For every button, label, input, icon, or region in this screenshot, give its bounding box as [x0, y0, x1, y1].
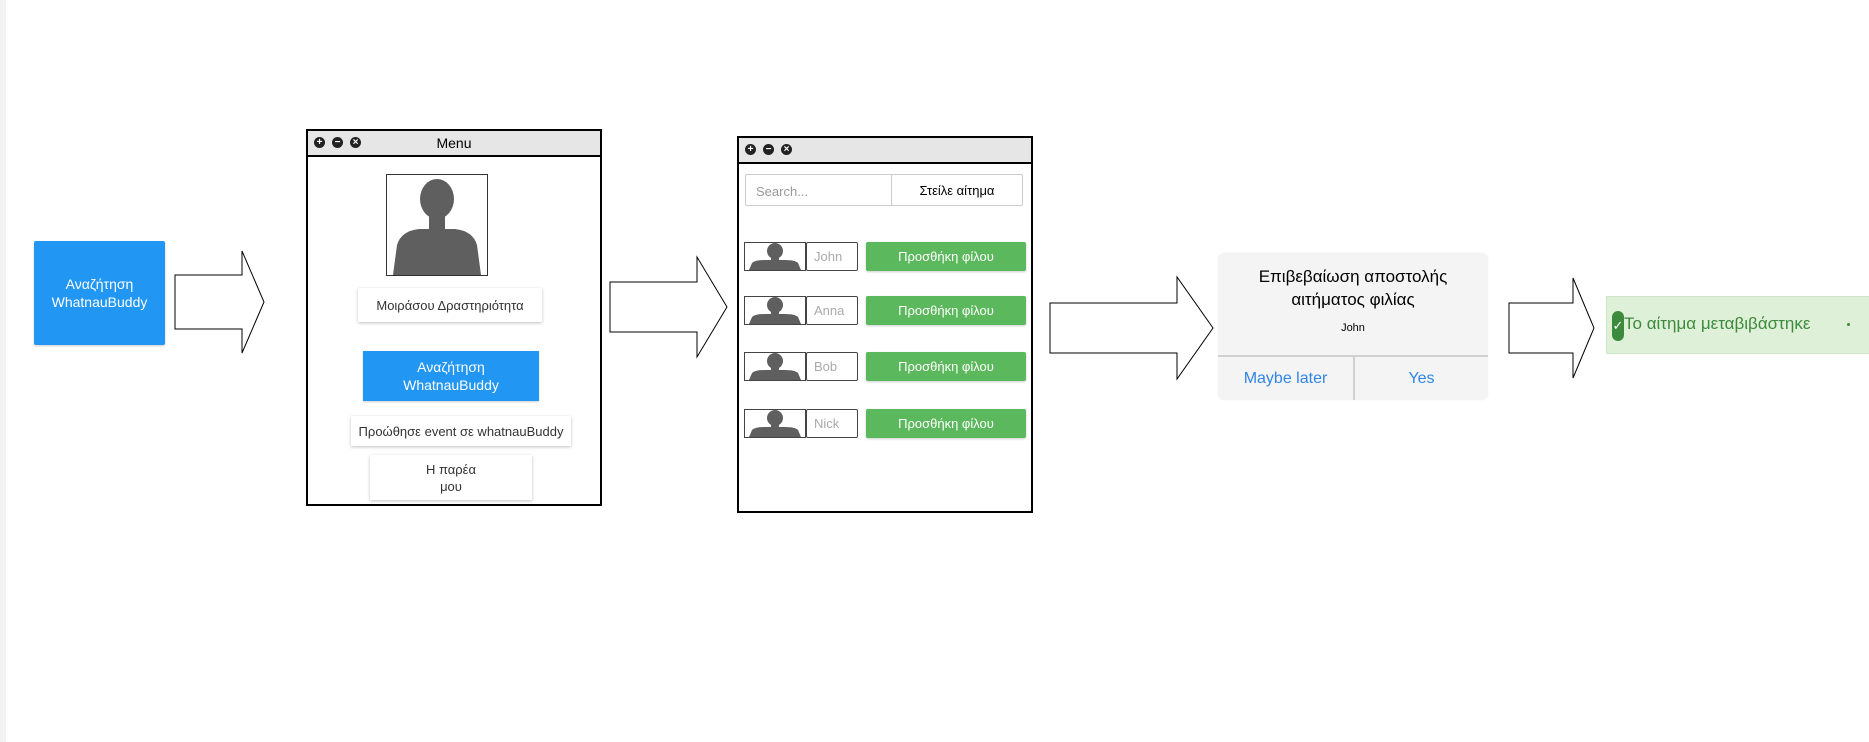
menu-titlebar: + − × Menu — [308, 131, 600, 157]
success-toast: ✓ Το αίτημα μεταβιβάστηκε — [1606, 296, 1869, 354]
maximize-icon[interactable]: + — [745, 144, 756, 155]
flow-arrow-4 — [1508, 277, 1595, 379]
friend-avatar — [744, 409, 806, 438]
add-friend-button[interactable]: Προσθήκη φίλου — [866, 242, 1026, 271]
dialog-subtitle: John — [1341, 322, 1365, 334]
toast-message: Το αίτημα μεταβιβάστηκε — [1624, 314, 1811, 333]
add-friend-button[interactable]: Προσθήκη φίλου — [866, 352, 1026, 381]
friend-avatar — [744, 296, 806, 325]
share-activity-button[interactable]: Μοιράσου Δραστηριότητα — [358, 288, 542, 322]
minimize-icon[interactable]: − — [763, 144, 774, 155]
friend-name-field: John — [806, 242, 858, 271]
maximize-icon[interactable]: + — [314, 137, 325, 148]
friend-avatar — [744, 352, 806, 381]
friend-name-field: Nick — [806, 409, 858, 438]
menu-title: Menu — [436, 135, 472, 151]
profile-avatar — [386, 174, 488, 276]
search-buddy-button[interactable]: Αναζήτηση WhatnauBuddy — [363, 351, 539, 401]
friend-name-field: Anna — [806, 296, 858, 325]
menu-window: + − × Menu Μοιράσου Δραστηριότητα Αναζήτ… — [306, 129, 602, 506]
flow-arrow-3 — [1049, 275, 1214, 381]
yes-button[interactable]: Yes — [1408, 369, 1435, 387]
friend-name-field: Bob — [806, 352, 858, 381]
add-friend-button[interactable]: Προσθήκη φίλου — [866, 409, 1026, 438]
check-icon: ✓ — [1612, 311, 1624, 341]
toast-dot — [1847, 323, 1850, 326]
flow-arrow-1 — [174, 250, 265, 354]
search-buddy-start-button[interactable]: Αναζήτηση WhatnauBuddy — [34, 241, 165, 345]
promote-event-button[interactable]: Προώθησε event σε whatnauBuddy — [351, 416, 571, 446]
confirm-friend-request-dialog: Επιβεβαίωση αποστολής αιτήματος φιλίας J… — [1218, 253, 1488, 400]
left-rule — [0, 0, 6, 742]
friend-avatar — [744, 242, 806, 271]
search-titlebar: + − × — [739, 138, 1031, 164]
dialog-title: Επιβεβαίωση αποστολής αιτήματος φιλίας — [1258, 267, 1448, 309]
maybe-later-button[interactable]: Maybe later — [1243, 369, 1328, 387]
close-icon[interactable]: × — [781, 144, 792, 155]
send-request-button[interactable]: Στείλε αίτημα — [891, 174, 1023, 206]
flow-arrow-2 — [609, 255, 728, 359]
my-group-button[interactable]: Η παρέα μου — [370, 455, 532, 500]
add-friend-button[interactable]: Προσθήκη φίλου — [866, 296, 1026, 325]
dialog-button-divider — [1353, 357, 1355, 400]
dialog-divider — [1218, 355, 1488, 357]
close-icon[interactable]: × — [350, 137, 361, 148]
minimize-icon[interactable]: − — [332, 137, 343, 148]
search-input[interactable]: Search... — [745, 174, 895, 206]
